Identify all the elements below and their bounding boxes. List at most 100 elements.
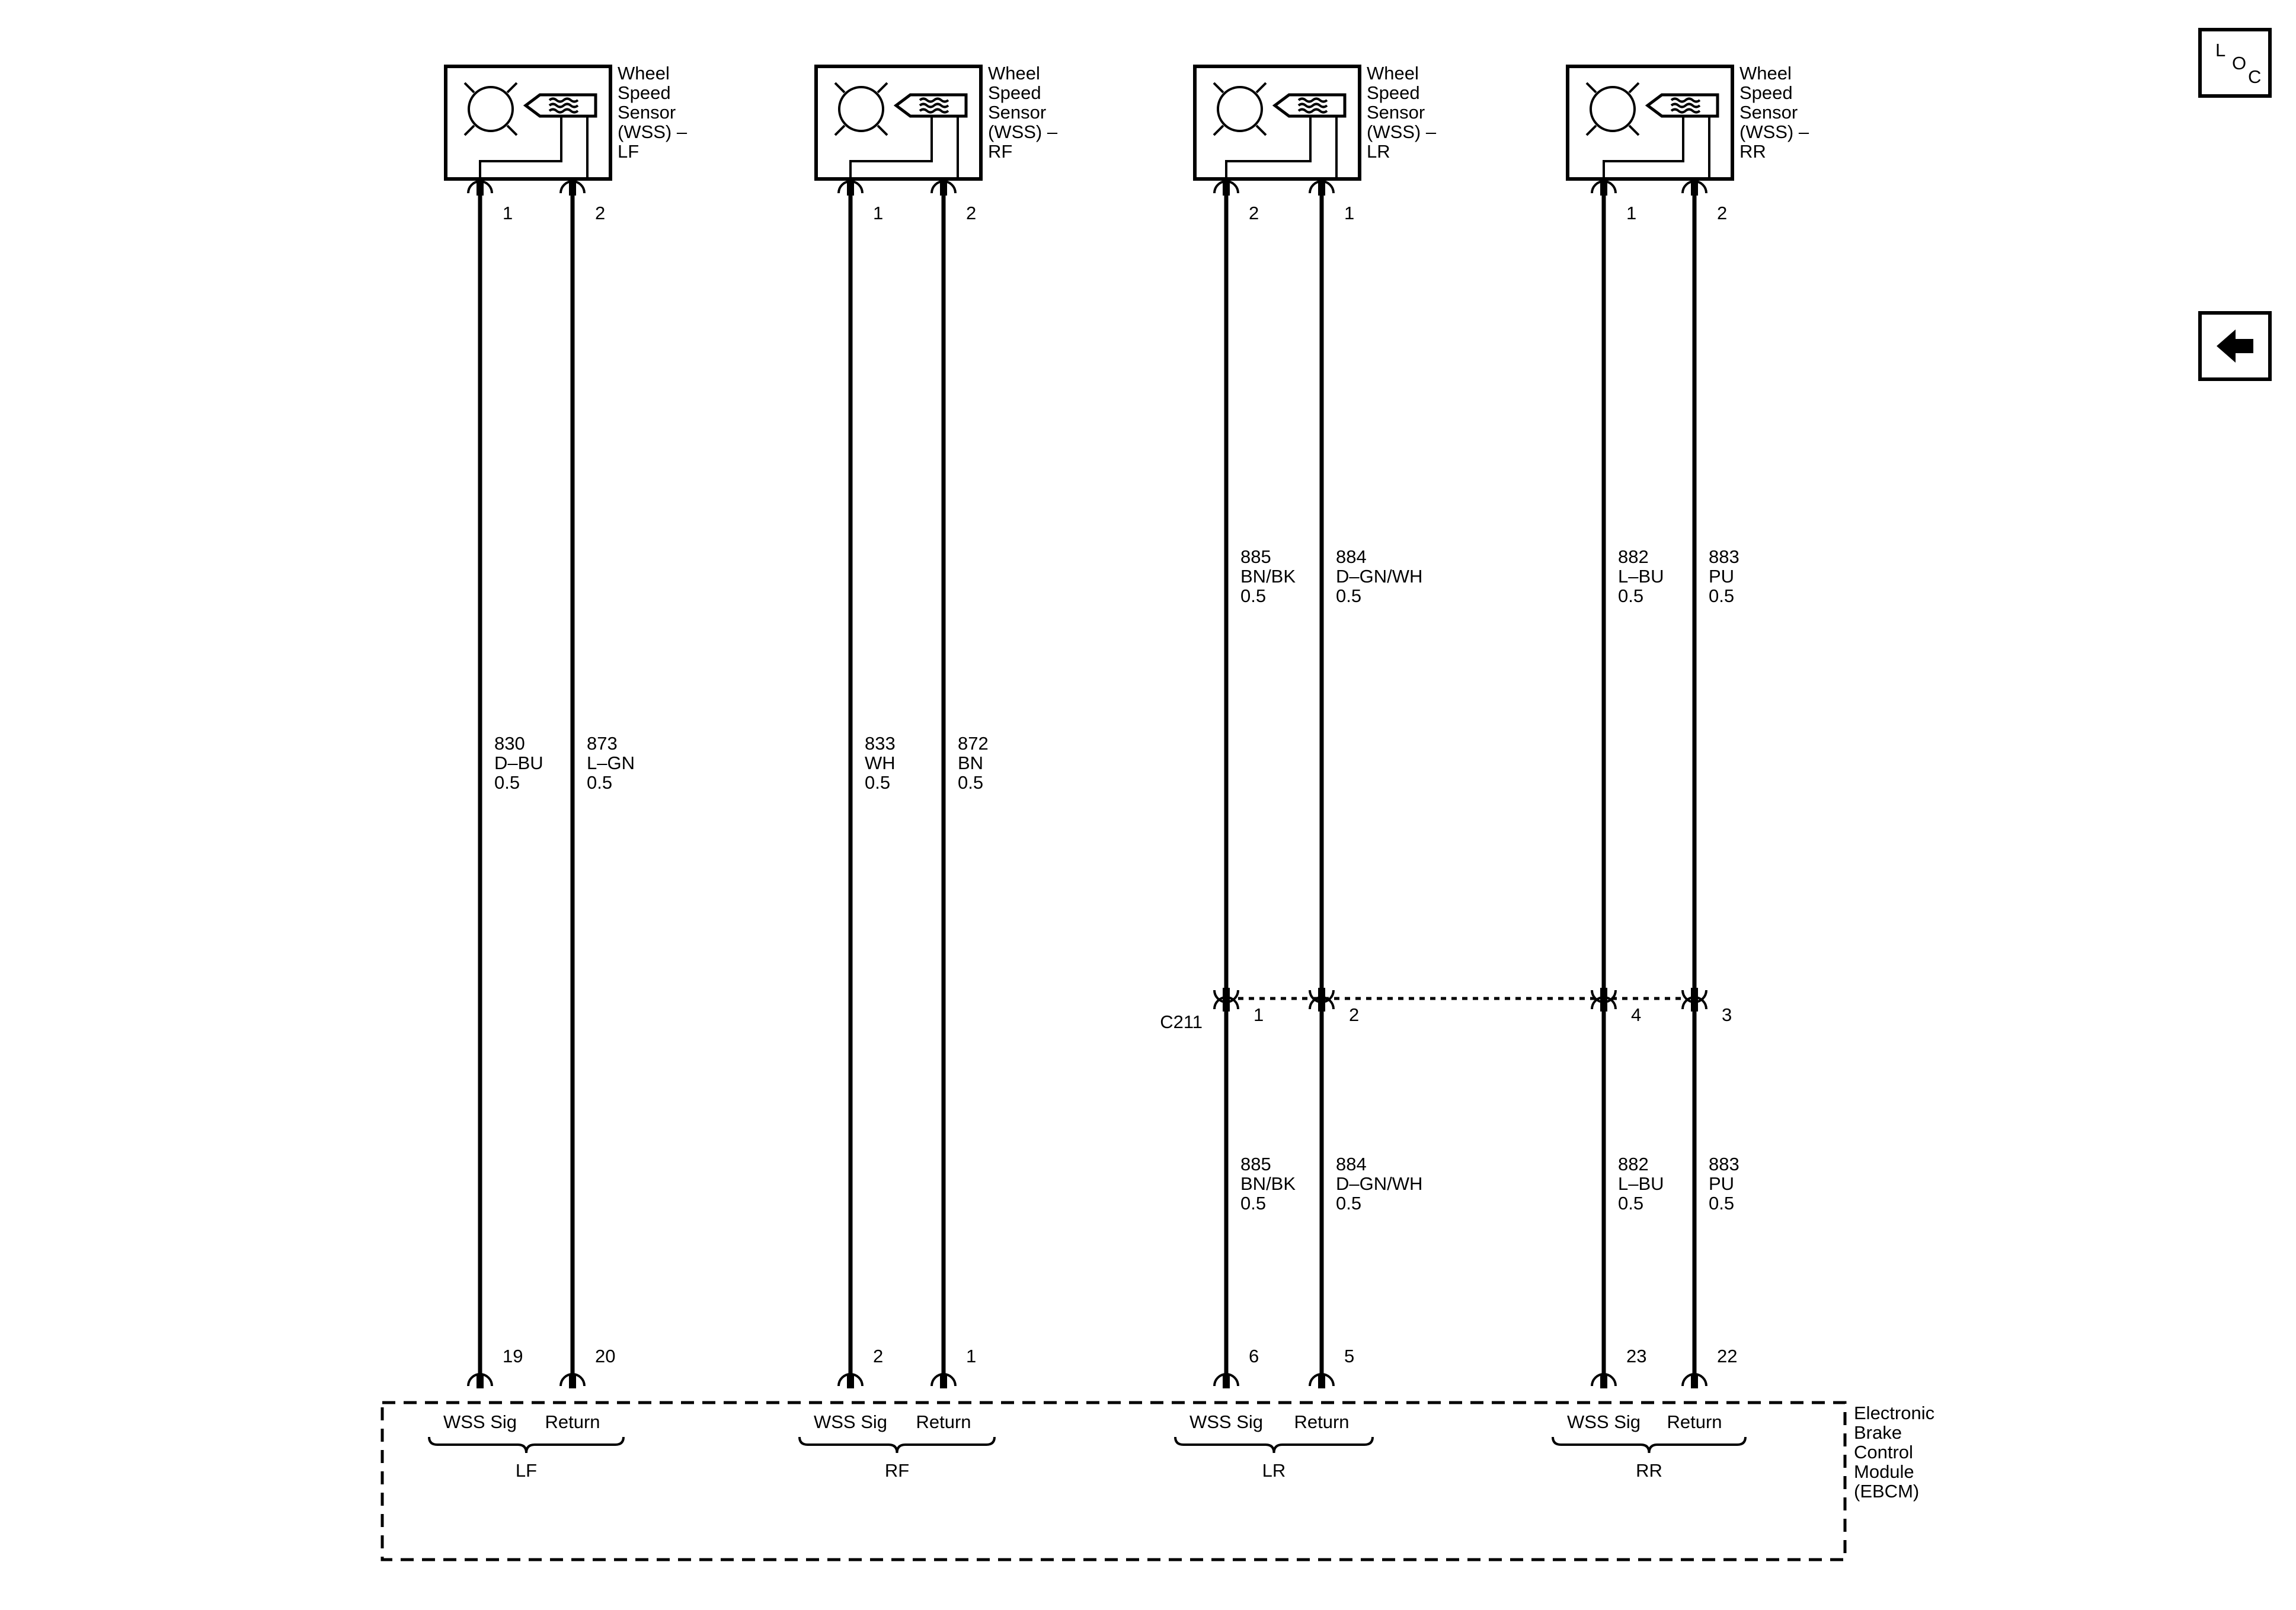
c211-pin-number: 4: [1631, 1004, 1641, 1025]
sensor-label: (WSS) –: [1739, 121, 1809, 142]
sensor-lead: [849, 116, 933, 179]
sensor-coil-icon: [1670, 97, 1701, 103]
loc-button[interactable]: [2198, 28, 2272, 98]
loc-letter: C: [2248, 66, 2261, 87]
c211-pin-number: 3: [1722, 1004, 1732, 1025]
module-pin-terminal: [467, 1373, 493, 1387]
sensor-pin-pin: [477, 183, 484, 196]
module-pin-number: 2: [873, 1346, 883, 1366]
wheel-stud-icon: [1255, 82, 1267, 94]
sensor-label: (WSS) –: [618, 121, 687, 142]
c211-pin: [1223, 998, 1230, 1012]
sensor-coil-icon: [1297, 103, 1328, 108]
sensor-label: Sensor: [618, 102, 676, 123]
sensor-label: Sensor: [988, 102, 1046, 123]
wheel-icon: [468, 86, 514, 132]
sensor-label: Wheel: [1367, 63, 1419, 84]
c211-pin-number: 1: [1253, 1004, 1264, 1025]
wheel-speed-sensor-lf[interactable]: [444, 65, 612, 181]
wheel-stud-icon: [1628, 82, 1640, 94]
ebcm-module-label: Brake: [1854, 1422, 1902, 1443]
wire-label: 884: [1336, 546, 1367, 567]
wire-label: D–GN/WH: [1336, 566, 1422, 587]
sensor-pin-terminal: [1681, 180, 1707, 194]
sensor-label: Sensor: [1367, 102, 1425, 123]
wheel-speed-sensor-lr[interactable]: [1193, 65, 1361, 181]
wire-label: BN/BK: [1240, 1173, 1296, 1194]
wheel-stud-icon: [506, 124, 518, 136]
back-button[interactable]: [2198, 311, 2272, 381]
sensor-pin-pin: [569, 183, 576, 196]
wire-label: BN: [958, 753, 983, 773]
wire-label: 0.5: [1240, 1193, 1266, 1214]
module-pin-pin: [1318, 1375, 1325, 1388]
ebcm-module-label: (EBCM): [1854, 1481, 1919, 1502]
ebcm-module-label: Control: [1854, 1442, 1913, 1462]
sensor-coil-icon: [1297, 97, 1328, 103]
wheel-icon: [838, 86, 884, 132]
sensor-pin-terminal: [467, 180, 493, 194]
sensor-label: RR: [1739, 141, 1766, 162]
ebcm-module-label: Electronic: [1854, 1403, 1934, 1423]
sensor-pickup-icon: [1645, 93, 1719, 118]
wheel-stud-icon: [463, 124, 475, 136]
module-pin-number: 19: [503, 1346, 523, 1366]
wheel-icon: [1590, 86, 1636, 132]
ebcm-module-outline[interactable]: [380, 1401, 1847, 1561]
sensor-pin-number: 1: [1626, 203, 1636, 223]
wire-label: 0.5: [1336, 585, 1361, 606]
wheel-speed-sensor-rr[interactable]: [1566, 65, 1734, 181]
wheel-speed-sensor-rf[interactable]: [814, 65, 983, 181]
wire-label: 883: [1709, 1154, 1739, 1174]
sensor-label: Wheel: [618, 63, 670, 84]
sensor-pin-terminal: [559, 180, 586, 194]
sensor-coil-icon: [1670, 103, 1701, 108]
ebcm-group-rr: [1552, 1436, 1747, 1454]
sensor-pickup-icon: [893, 93, 968, 118]
group-name: LR: [1262, 1460, 1286, 1481]
sensor-label: Wheel: [988, 63, 1040, 84]
sensor-pin-terminal: [1213, 180, 1239, 194]
group-brace: [1552, 1436, 1747, 1454]
wire-label: 0.5: [1618, 585, 1643, 606]
wire-label: 0.5: [1240, 585, 1266, 606]
sensor-label: Speed: [618, 82, 671, 103]
wheel-stud-icon: [1585, 124, 1597, 136]
wheel-stud-icon: [877, 124, 888, 136]
wire-label: 882: [1618, 546, 1649, 567]
wheel-stud-icon: [877, 82, 888, 94]
wire-label: 0.5: [1618, 1193, 1643, 1214]
loc-letter: O: [2232, 53, 2246, 73]
sensor-pin-number: 1: [1344, 203, 1354, 223]
module-pin-pin: [847, 1375, 854, 1388]
wire-label: 0.5: [958, 772, 983, 793]
sensor-pickup-icon: [1272, 93, 1347, 118]
loc-button-frame[interactable]: [2198, 28, 2272, 98]
sensor-pin-number: 2: [595, 203, 605, 223]
module-pin-number: 6: [1249, 1346, 1259, 1366]
sensor-coil-icon: [548, 103, 579, 108]
wire-label: 883: [1709, 546, 1739, 567]
module-pin-terminal: [559, 1373, 586, 1387]
sensor-label: Speed: [988, 82, 1041, 103]
sensor-coil-icon: [919, 97, 949, 103]
signal-label: WSS Sig: [814, 1411, 887, 1432]
group-name: RR: [1636, 1460, 1662, 1481]
sensor-coil-icon: [1670, 108, 1701, 114]
module-pin-pin: [940, 1375, 947, 1388]
arrow-left-icon: [2217, 329, 2253, 363]
wheel-stud-icon: [1585, 82, 1597, 94]
module-pin-number: 5: [1344, 1346, 1354, 1366]
sensor-pin-number: 1: [873, 203, 883, 223]
wheel-stud-icon: [834, 82, 846, 94]
wire-label: PU: [1709, 566, 1734, 587]
module-pin-number: 23: [1626, 1346, 1646, 1366]
c211-pin: [1318, 998, 1325, 1012]
module-pin-terminal: [1681, 1373, 1707, 1387]
module-pin-terminal: [1213, 1373, 1239, 1387]
c211-terminal: [1309, 996, 1335, 1010]
wire-label: PU: [1709, 1173, 1734, 1194]
wheel-stud-icon: [834, 124, 846, 136]
sensor-lead: [479, 116, 562, 179]
wire-label: 0.5: [1709, 585, 1734, 606]
